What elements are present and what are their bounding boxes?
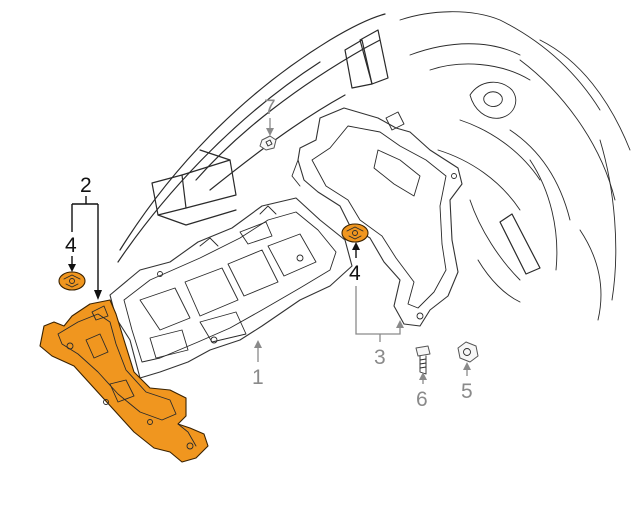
clip-right-shape [341, 223, 369, 243]
part-4-clip-right [341, 223, 369, 243]
callout-1: 1 [252, 366, 264, 389]
callout-5: 5 [461, 380, 473, 403]
part-5-nut [457, 341, 479, 363]
callout-4-right: 4 [349, 262, 361, 285]
part-7-clip [259, 135, 277, 151]
part-1-splash-shield [109, 197, 353, 379]
callout-4-left: 4 [65, 234, 77, 257]
callout-6: 6 [416, 388, 428, 411]
highlight-shape [39, 299, 209, 463]
part-2-highlighted-shield [39, 299, 209, 463]
part-6-bolt [415, 345, 431, 375]
callout-labels: 1 2 3 4 4 5 6 7 [65, 96, 473, 411]
callout-2: 2 [80, 174, 92, 197]
part-4-clip-left [58, 271, 86, 291]
leader-lines [68, 118, 471, 384]
callout-3: 3 [374, 346, 386, 369]
callout-7: 7 [264, 96, 276, 119]
vehicle-body-outline [117, 11, 631, 321]
